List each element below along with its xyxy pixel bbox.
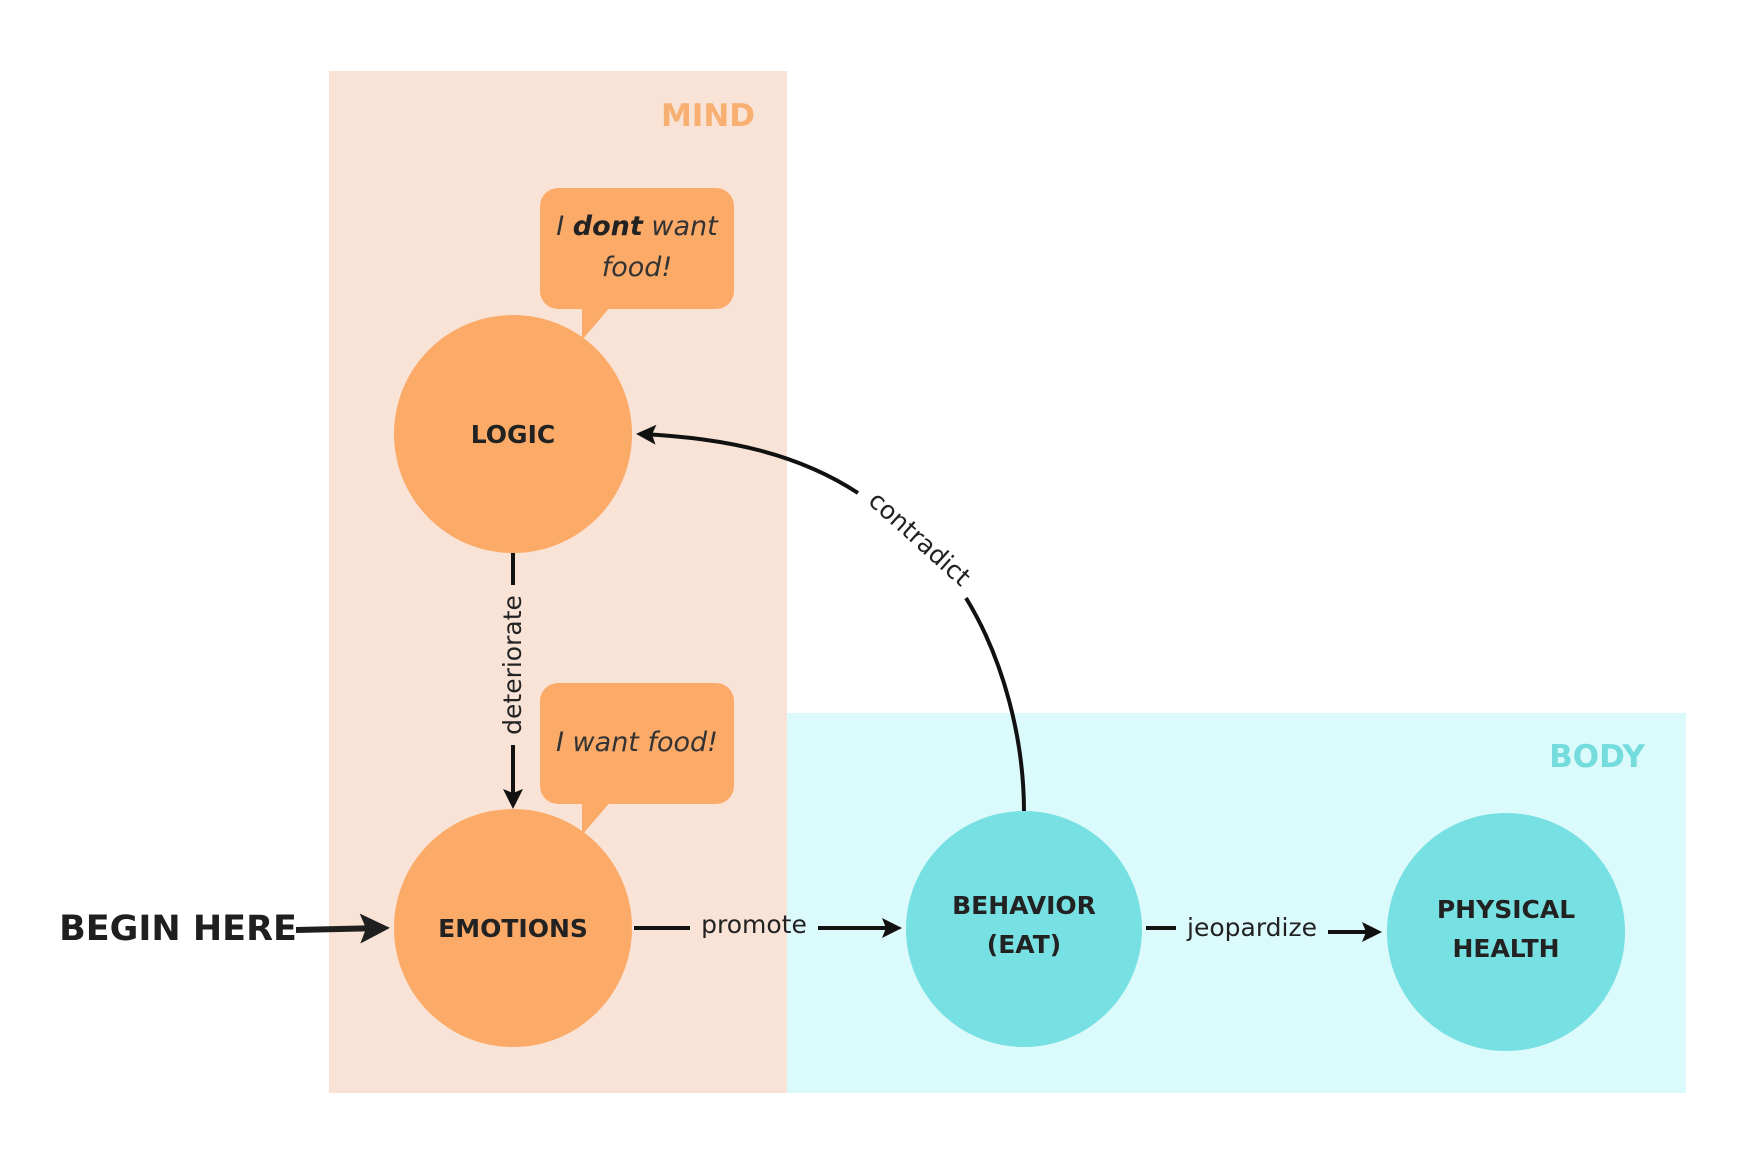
node-emotions-label: EMOTIONS (438, 914, 588, 943)
svg-text:I dont want: I dont want (556, 211, 719, 242)
logic-bubble-post: want (643, 211, 719, 242)
node-physical-health-line1: PHYSICAL (1437, 895, 1575, 924)
edge-behavior-logic-curve (964, 596, 1026, 813)
edge-label-deteriorate: deteriorate (498, 595, 527, 735)
emotions-speech-bubble: I want food! (540, 683, 734, 835)
logic-bubble-line2: food! (602, 252, 673, 283)
node-logic[interactable]: LOGIC (394, 315, 632, 553)
node-emotions[interactable]: EMOTIONS (394, 809, 632, 1047)
logic-bubble-pre: I (556, 211, 573, 242)
node-behavior[interactable]: BEHAVIOR (EAT) (906, 811, 1142, 1047)
logic-speech-bubble: I dont want food! (540, 188, 734, 340)
node-physical-health[interactable]: PHYSICAL HEALTH (1387, 813, 1625, 1051)
edge-label-promote: promote (701, 910, 807, 939)
edge-label-jeopardize: jeopardize (1186, 913, 1317, 942)
mind-region-title: MIND (661, 98, 755, 134)
node-physical-health-line2: HEALTH (1452, 934, 1559, 963)
begin-here-arrow (295, 913, 390, 944)
emotions-bubble-text: I want food! (556, 727, 718, 758)
node-logic-label: LOGIC (471, 420, 555, 449)
body-region-title: BODY (1549, 739, 1645, 775)
logic-bubble-bold: dont (573, 211, 644, 242)
node-behavior-line2: (EAT) (987, 930, 1061, 959)
node-behavior-line1: BEHAVIOR (952, 891, 1096, 920)
edge-label-contradict: contradict (863, 486, 977, 592)
edge-behavior-logic-curve-top (636, 424, 860, 495)
begin-here-label: BEGIN HERE (59, 909, 297, 949)
